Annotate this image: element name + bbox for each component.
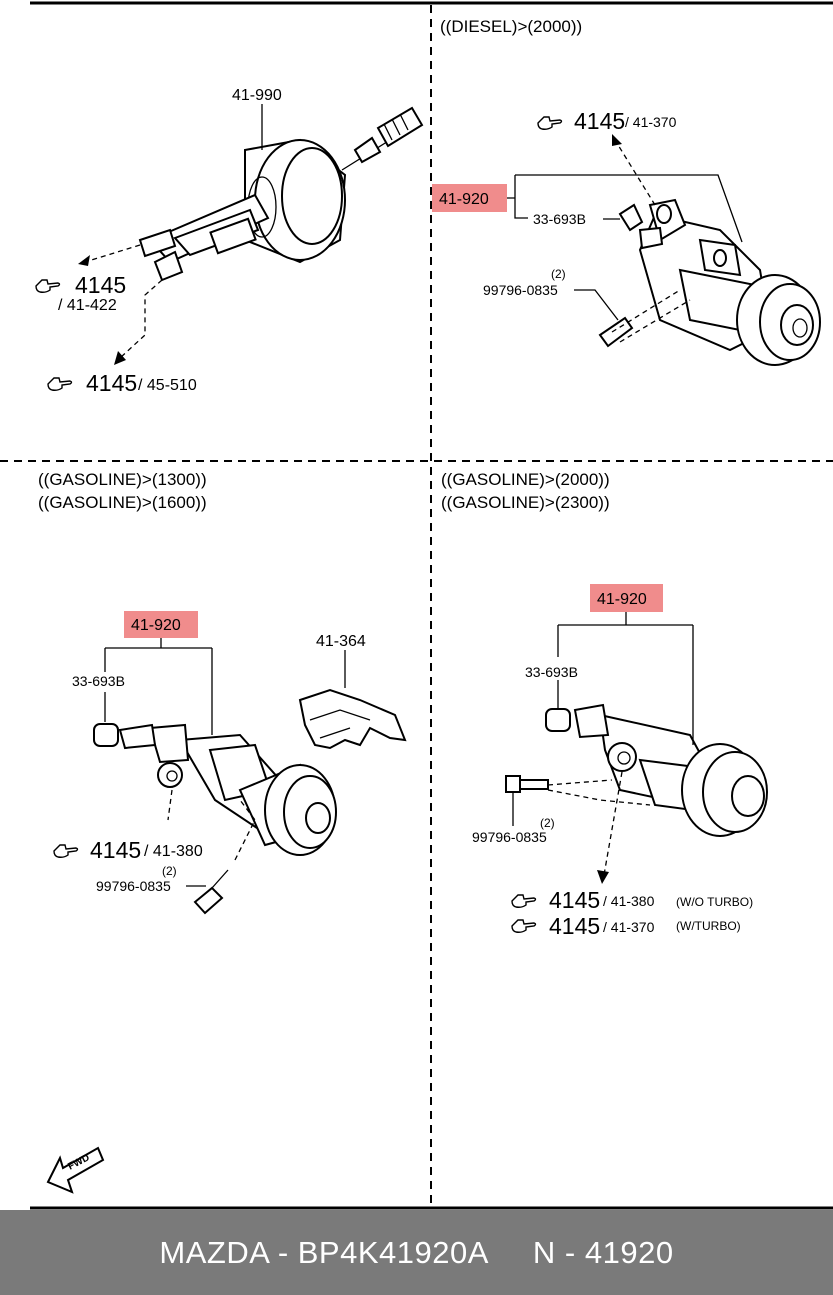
highlight-41-920 [590,584,663,612]
ref-4145-41-380-part: / 41-380 [603,893,655,909]
part-label-99796-0835: 99796-0835 [472,829,547,845]
ref-41-370-note: (W/TURBO) [676,919,741,933]
dashed-leader-41-422 [84,244,141,263]
dashed-leader-45-510 [119,279,163,359]
part-label-41-920: 41-920 [597,591,647,608]
gasoline-2000-slave-cylinder-drawing [505,703,768,837]
footer-ref: N - 41920 [532,1234,674,1270]
condition-diesel-2000: ((DIESEL)>(2000)) [440,17,582,36]
part-label-41-364: 41-364 [316,633,366,650]
part-label-33-693b: 33-693B [525,664,578,680]
ref-4145-41-370-part: / 41-370 [625,114,677,130]
ref-4145-41-422-num: 4145 [75,272,126,298]
pointing-hand-icon [53,844,79,858]
part-label-41-920: 41-920 [439,191,489,208]
pointing-hand-icon [35,279,61,293]
arrow-head [78,255,90,266]
arrow-head [114,351,126,365]
part-number-footer: MAZDA - BP4K41920A N - 41920 [0,1210,833,1295]
part-label-41-990: 41-990 [232,87,282,104]
dashed-leader-41-370 [614,139,656,206]
ref-4145-41-370-part: / 41-370 [603,919,655,935]
bracket-41-920 [104,638,213,735]
bolt-qty: (2) [540,816,555,830]
condition-gasoline-1300: ((GASOLINE)>(1300)) [38,470,207,489]
condition-gasoline-2000: ((GASOLINE)>(2000)) [441,470,610,489]
arrow-head [612,134,622,146]
bolt-qty: (2) [551,267,566,281]
ref-4145-41-422-part: / 41-422 [58,297,117,314]
highlight-41-920 [124,611,198,638]
bracket-41-920 [507,174,743,243]
condition-gasoline-2300: ((GASOLINE)>(2300)) [441,493,610,512]
bracket-41-920 [557,612,694,745]
ref-4145-41-380-num: 4145 [90,837,141,863]
footer-brand-part: MAZDA - BP4K41920A [159,1234,489,1270]
ref-4145-45-510-part: / 45-510 [138,377,197,394]
ref-4145-41-380-part: / 41-380 [144,843,203,860]
pointing-hand-icon [47,377,73,391]
condition-gasoline-1600: ((GASOLINE)>(1600)) [38,493,207,512]
bracket-41-364-drawing [298,688,407,750]
part-label-33-693b: 33-693B [533,211,586,227]
ref-4145-41-370-num: 4145 [574,108,625,134]
arrow-head [597,870,609,884]
ref-4145-41-370-num: 4145 [549,913,600,939]
part-label-99796-0835: 99796-0835 [483,282,558,298]
pointing-hand-icon [511,919,537,933]
leader-99796-0835 [574,289,619,321]
bolt-qty: (2) [162,864,177,878]
diesel-slave-cylinder-drawing [598,198,821,366]
gasoline-1300-slave-cylinder-drawing [93,723,337,915]
master-cylinder-drawing [138,106,424,282]
parts-diagram: ((DIESEL)>(2000)) ((GASOLINE)>(1300)) ((… [0,1,833,1210]
ref-41-380-note: (W/O TURBO) [676,895,753,909]
ref-4145-45-510-num: 4145 [86,370,137,396]
part-label-41-920: 41-920 [131,617,181,634]
part-label-99796-0835: 99796-0835 [96,878,171,894]
part-label-33-693b: 33-693B [72,673,125,689]
fwd-arrow-icon: FWD [46,1146,105,1194]
ref-4145-41-380-num: 4145 [549,887,600,913]
pointing-hand-icon [511,894,537,908]
highlight-41-920 [432,184,507,212]
pointing-hand-icon [537,116,563,130]
